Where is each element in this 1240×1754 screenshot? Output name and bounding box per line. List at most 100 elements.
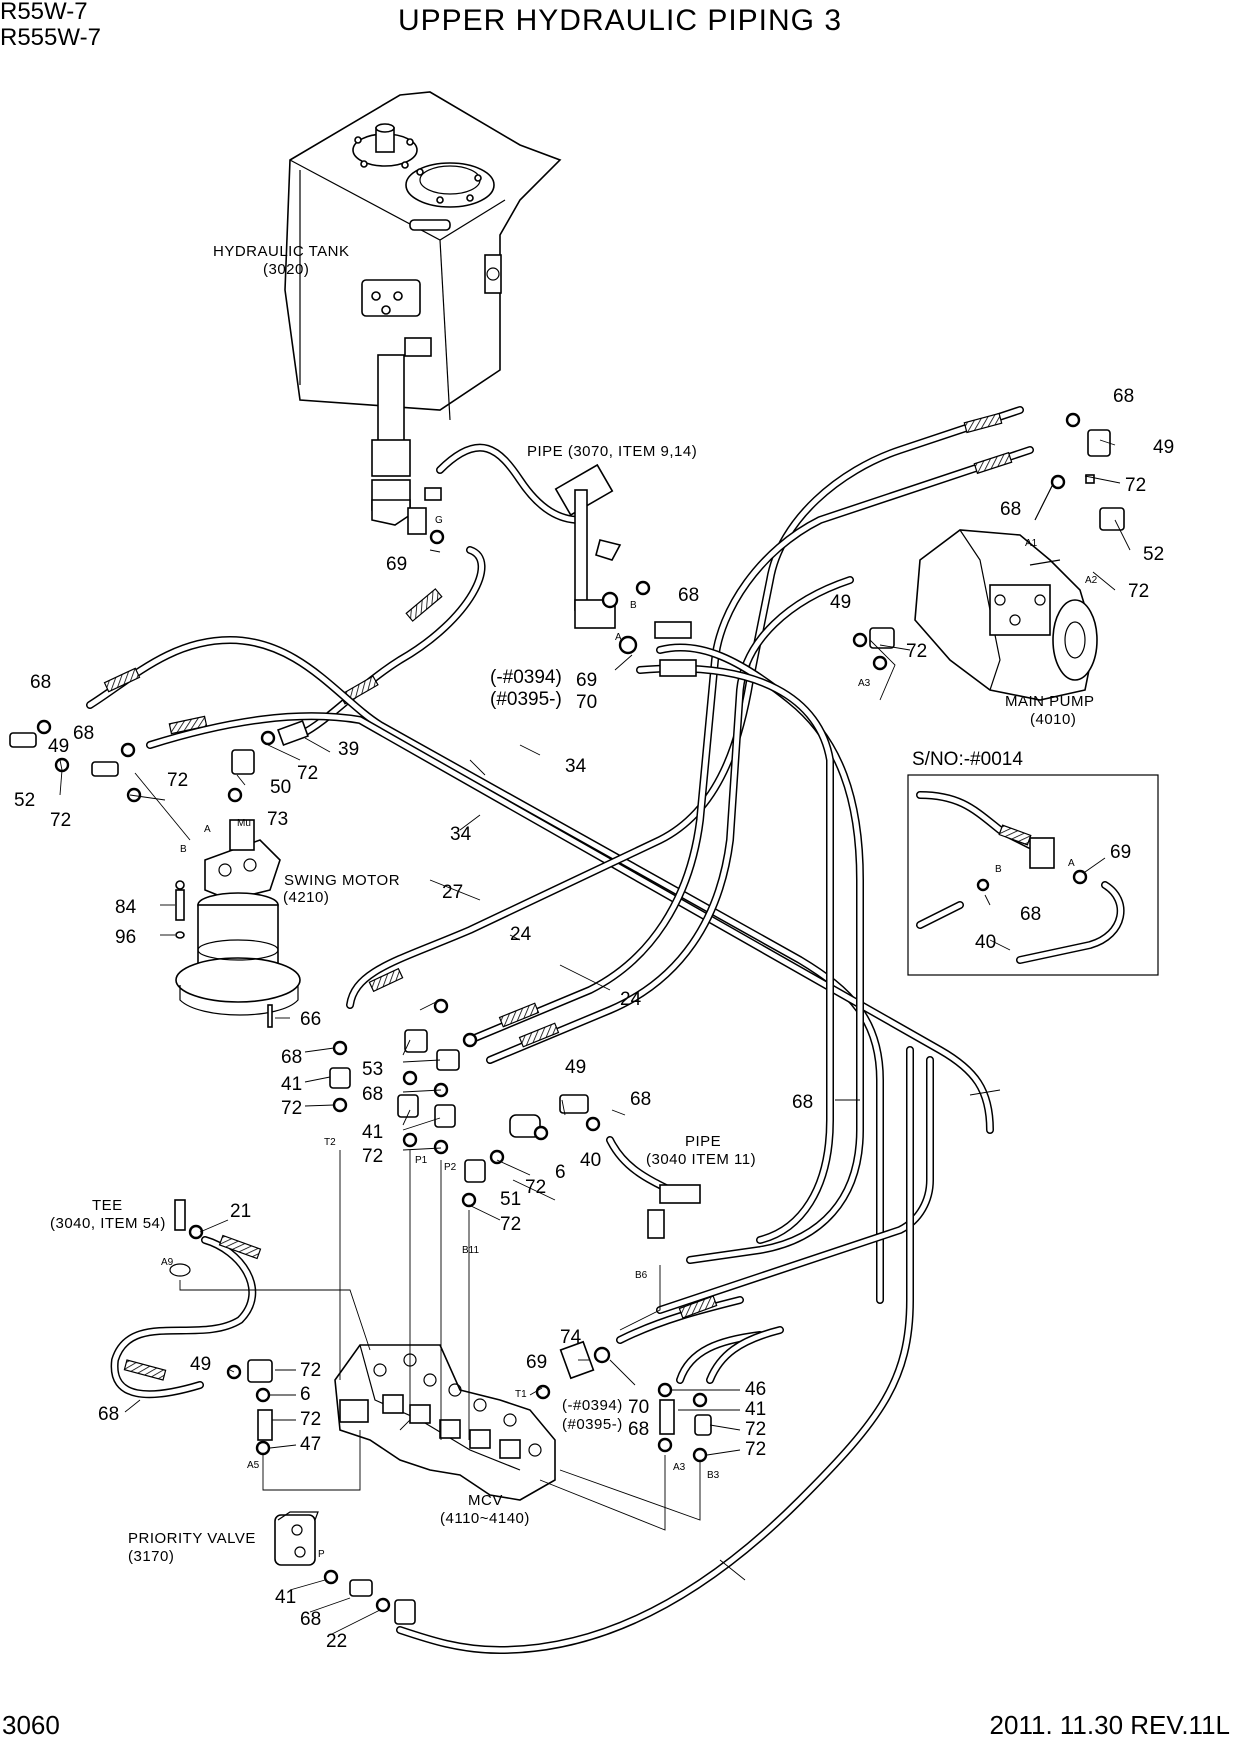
- port-b6: B6: [635, 1270, 648, 1281]
- mcv-code: (4110~4140): [440, 1510, 530, 1527]
- callout-52: 52: [14, 790, 35, 811]
- pipe-3070: [436, 443, 638, 655]
- callout-68: 49: [190, 1354, 211, 1375]
- page-title: UPPER HYDRAULIC PIPING 3: [397, 4, 843, 37]
- tank-name: HYDRAULIC TANK: [213, 243, 349, 260]
- model-number-2: R555W-7: [0, 24, 101, 51]
- port-t1: T1: [515, 1389, 527, 1400]
- callout-72: 72: [525, 1177, 546, 1198]
- callout-69: 69: [386, 554, 407, 575]
- callout-72: 72: [1128, 581, 1149, 602]
- callout-21: 68: [98, 1404, 119, 1425]
- callout-68: 68: [630, 1089, 651, 1110]
- port-p1: P1: [415, 1155, 428, 1166]
- note-after-0395-b: (#0395-): [562, 1416, 623, 1433]
- callout-66: 66: [300, 1009, 321, 1030]
- callout-47: 74: [560, 1327, 582, 1348]
- pump-name: MAIN PUMP: [1005, 693, 1095, 710]
- inset-callout-40: 40: [975, 932, 996, 953]
- callout-6: 6: [555, 1162, 566, 1183]
- callout-68: 68: [678, 585, 699, 606]
- callout-72: 6: [300, 1384, 311, 1405]
- port-a3: A3: [673, 1462, 686, 1473]
- callout-49: 49: [830, 592, 851, 613]
- port-a-pipe: A: [615, 632, 622, 643]
- inset-port-b: B: [995, 864, 1002, 875]
- callout-6: 72: [300, 1409, 321, 1430]
- callout-52: 52: [1143, 544, 1164, 565]
- callout-68: 68: [1000, 499, 1021, 520]
- pipe-3040-name: PIPE: [685, 1133, 721, 1150]
- fittings: [9, 412, 1125, 1625]
- callout-72: 41: [275, 1587, 296, 1608]
- callout-72: 72: [281, 1098, 302, 1119]
- port-b-pipe: B: [630, 600, 637, 611]
- callout-41: 41: [362, 1122, 383, 1143]
- port-p: P: [318, 1549, 325, 1560]
- component-captions: HYDRAULIC TANK (3020) MAIN PUMP (4010) S…: [50, 243, 1095, 1565]
- callout-72: 72: [167, 770, 188, 791]
- callout-39: 39: [338, 739, 359, 760]
- callout-50: 50: [270, 777, 291, 798]
- callout-72: 47: [300, 1434, 321, 1455]
- callout-72: 72: [906, 641, 927, 662]
- callout-72: 40: [580, 1150, 601, 1171]
- port-a3-pump: A3: [858, 678, 871, 689]
- hydraulic-tank: [284, 91, 562, 545]
- callout-49: 49: [48, 736, 69, 757]
- callout-68: 22: [326, 1631, 347, 1652]
- port-mu: Mu: [237, 818, 251, 829]
- pipe-3070-name: PIPE (3070, ITEM 9,14): [527, 443, 697, 460]
- tee-name: TEE: [92, 1197, 123, 1214]
- priority-name: PRIORITY VALVE: [128, 1530, 256, 1547]
- inset-text: S/NO:-#0014 69 68 40 B A: [912, 749, 1131, 953]
- callout-24: 24: [620, 989, 642, 1010]
- inset-box: [907, 774, 1159, 976]
- port-p2: P2: [444, 1162, 457, 1173]
- callout-49: 49: [565, 1057, 586, 1078]
- port-a9: A9: [161, 1257, 174, 1268]
- callout-72: 72: [1125, 475, 1146, 496]
- callout-49: 49: [1153, 437, 1174, 458]
- callout-53: 53: [362, 1059, 383, 1080]
- callout-72: 72: [362, 1146, 383, 1167]
- callout-24: 24: [510, 924, 532, 945]
- callout-69: 72: [297, 763, 318, 784]
- inset-title: S/NO:-#0014: [912, 749, 1023, 770]
- callout-73: 73: [267, 809, 288, 830]
- tee-code: (3040, ITEM 54): [50, 1215, 166, 1232]
- main-pump: [914, 479, 1098, 701]
- callout-41: 68: [300, 1609, 321, 1630]
- callout-46: 41: [745, 1399, 766, 1420]
- callout-49: 72: [300, 1360, 321, 1381]
- port-a2: A2: [1085, 575, 1098, 586]
- pump-code: (4010): [1030, 711, 1076, 728]
- swing-motor: [175, 819, 301, 1028]
- callout-27: 27: [442, 882, 463, 903]
- port-b11: B11: [462, 1245, 479, 1256]
- callout-68: 68: [281, 1047, 302, 1068]
- callout-84: 84: [115, 897, 137, 918]
- inset-callout-69: 69: [1110, 842, 1131, 863]
- callout-72: 72: [50, 810, 71, 831]
- callout-68: 68: [30, 672, 51, 693]
- port-a5: A5: [247, 1460, 260, 1471]
- priority-valve: [274, 1511, 319, 1566]
- callout-70: 68: [628, 1419, 649, 1440]
- tank-code: (3020): [263, 261, 309, 278]
- callout-68: 68: [1113, 386, 1134, 407]
- callout-69: 70: [628, 1397, 649, 1418]
- note-before-0394: (-#0394): [490, 667, 562, 688]
- mcv: [334, 1344, 556, 1501]
- port-t2: T2: [324, 1137, 336, 1148]
- callout-68: 46: [745, 1379, 766, 1400]
- callout-34: 34: [565, 756, 587, 777]
- callout-41: 72: [745, 1419, 766, 1440]
- callout-68: 21: [230, 1201, 251, 1222]
- inset-callout-68: 68: [1020, 904, 1041, 925]
- callout-70: 70: [576, 692, 597, 713]
- callout-34: 34: [450, 824, 472, 845]
- leader-lines: [59, 439, 1131, 1636]
- callout-68: 68: [362, 1084, 383, 1105]
